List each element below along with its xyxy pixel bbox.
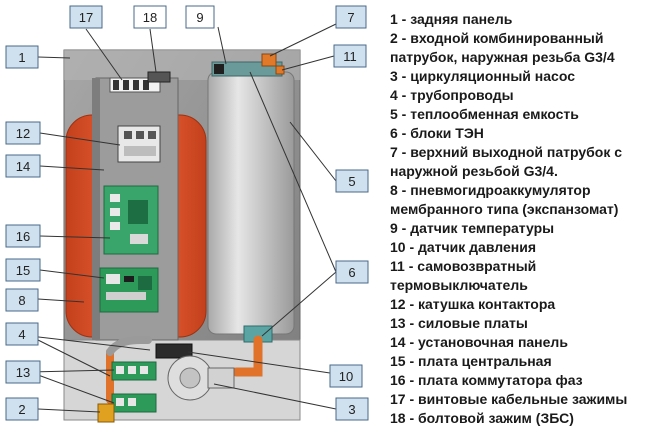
- legend-item: 13 - силовые платы: [390, 315, 528, 331]
- thermal-switch: [275, 65, 285, 75]
- temperature-sensor: [214, 64, 224, 74]
- legend-item: 16 - плата коммутатора фаз: [390, 372, 583, 388]
- legend-item: 7 - верхний выходной патрубок с наружной…: [390, 144, 623, 179]
- legend-item: 8 - пневмогидроаккумулятор мембранного т…: [390, 182, 619, 217]
- callout-18: 18: [133, 5, 167, 29]
- svg-text:5: 5: [348, 174, 355, 189]
- callout-1: 1: [5, 45, 39, 69]
- central-board: [99, 267, 159, 313]
- callout-7: 7: [335, 5, 367, 29]
- svg-text:14: 14: [16, 159, 30, 174]
- legend-item: 3 - циркуляционный насос: [390, 68, 575, 84]
- phase-switch-board: [103, 185, 159, 255]
- callout-3: 3: [335, 397, 369, 421]
- callout-13: 13: [5, 360, 41, 384]
- callout-6: 6: [335, 260, 369, 284]
- legend-list: 1 - задняя панель 2 - входной комбиниров…: [390, 10, 665, 428]
- mounting-panel-rail: [92, 78, 100, 340]
- svg-text:4: 4: [18, 327, 25, 342]
- legend-item: 4 - трубопроводы: [390, 87, 514, 103]
- callout-9: 9: [185, 5, 215, 29]
- legend-item: 5 - теплообменная емкость: [390, 106, 579, 122]
- svg-text:10: 10: [339, 369, 353, 384]
- callout-4: 4: [5, 322, 39, 346]
- legend-item: 14 - установочная панель: [390, 334, 568, 350]
- legend-item: 1 - задняя панель: [390, 11, 513, 27]
- callout-5: 5: [335, 169, 369, 193]
- callout-8: 8: [5, 288, 39, 312]
- legend-item: 15 - плата центральная: [390, 353, 552, 369]
- callout-11: 11: [333, 44, 367, 68]
- callout-12: 12: [5, 121, 41, 145]
- pressure-sensor: [155, 343, 193, 359]
- callouts: 1 2 3 4 5 6 7 8: [5, 5, 369, 421]
- inlet-fitting: [97, 403, 115, 423]
- svg-text:7: 7: [347, 10, 354, 25]
- callout-10: 10: [329, 364, 363, 388]
- boiler-diagram: 1 2 3 4 5 6 7 8: [5, 5, 369, 423]
- svg-text:15: 15: [16, 263, 30, 278]
- callout-15: 15: [5, 258, 41, 282]
- callout-17: 17: [69, 5, 103, 29]
- svg-text:12: 12: [16, 126, 30, 141]
- svg-text:13: 13: [16, 365, 30, 380]
- svg-text:17: 17: [79, 10, 93, 25]
- svg-text:1: 1: [18, 50, 25, 65]
- svg-text:2: 2: [18, 402, 25, 417]
- legend-item: 18 - болтовой зажим (ЗБС): [390, 410, 574, 426]
- legend-item: 2 - входной комбинированный патрубок, на…: [390, 30, 615, 65]
- legend-item: 17 - винтовые кабельные зажимы: [390, 391, 628, 407]
- legend-item: 9 - датчик температуры: [390, 220, 555, 236]
- legend-item: 11 - самовозвратный термовыключатель: [390, 258, 537, 293]
- svg-text:6: 6: [348, 265, 355, 280]
- svg-text:18: 18: [143, 10, 157, 25]
- callout-16: 16: [5, 224, 41, 248]
- legend-item: 12 - катушка контактора: [390, 296, 556, 312]
- callout-14: 14: [5, 154, 41, 178]
- bolt-clamp: [147, 71, 171, 83]
- top-outlet: [261, 53, 277, 67]
- heat-exchanger: [207, 71, 295, 335]
- leader-lines: [29, 23, 337, 413]
- svg-text:16: 16: [16, 229, 30, 244]
- legend-item: 6 - блоки ТЭН: [390, 125, 484, 141]
- svg-text:8: 8: [18, 293, 25, 308]
- circulation-pump: [167, 355, 235, 401]
- svg-text:11: 11: [343, 49, 357, 64]
- power-boards: [111, 361, 157, 413]
- svg-text:3: 3: [348, 402, 355, 417]
- contactor: [117, 125, 161, 163]
- callout-2: 2: [5, 397, 39, 421]
- svg-text:9: 9: [196, 10, 203, 25]
- legend-item: 10 - датчик давления: [390, 239, 536, 255]
